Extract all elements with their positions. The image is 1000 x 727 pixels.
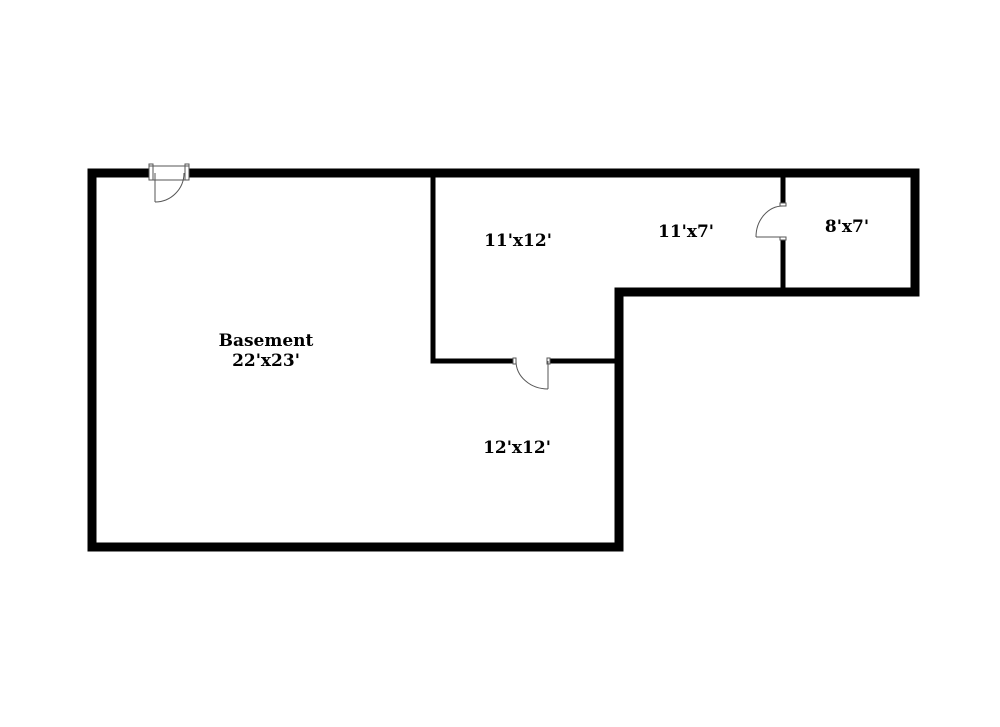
interior-door-lower <box>512 356 551 390</box>
exterior-wall <box>87 168 920 552</box>
room-dimensions-basement: 22'x23' <box>232 351 300 371</box>
room-dimensions-lower: 12'x12' <box>483 438 551 458</box>
door-swing-arc <box>755 205 784 238</box>
interior-wall-upper-left <box>430 170 517 364</box>
door-swing-arc <box>515 360 549 390</box>
room-dimensions-upper-left: 11'x12' <box>484 231 552 251</box>
room-dimensions-right: 8'x7' <box>825 217 869 237</box>
room-dimensions-upper-mid: 11'x7' <box>658 222 714 242</box>
door-swing-arc <box>154 172 185 203</box>
exterior-door <box>148 163 190 203</box>
room-name-basement: Basement <box>219 331 314 351</box>
interior-door-right <box>755 202 788 241</box>
